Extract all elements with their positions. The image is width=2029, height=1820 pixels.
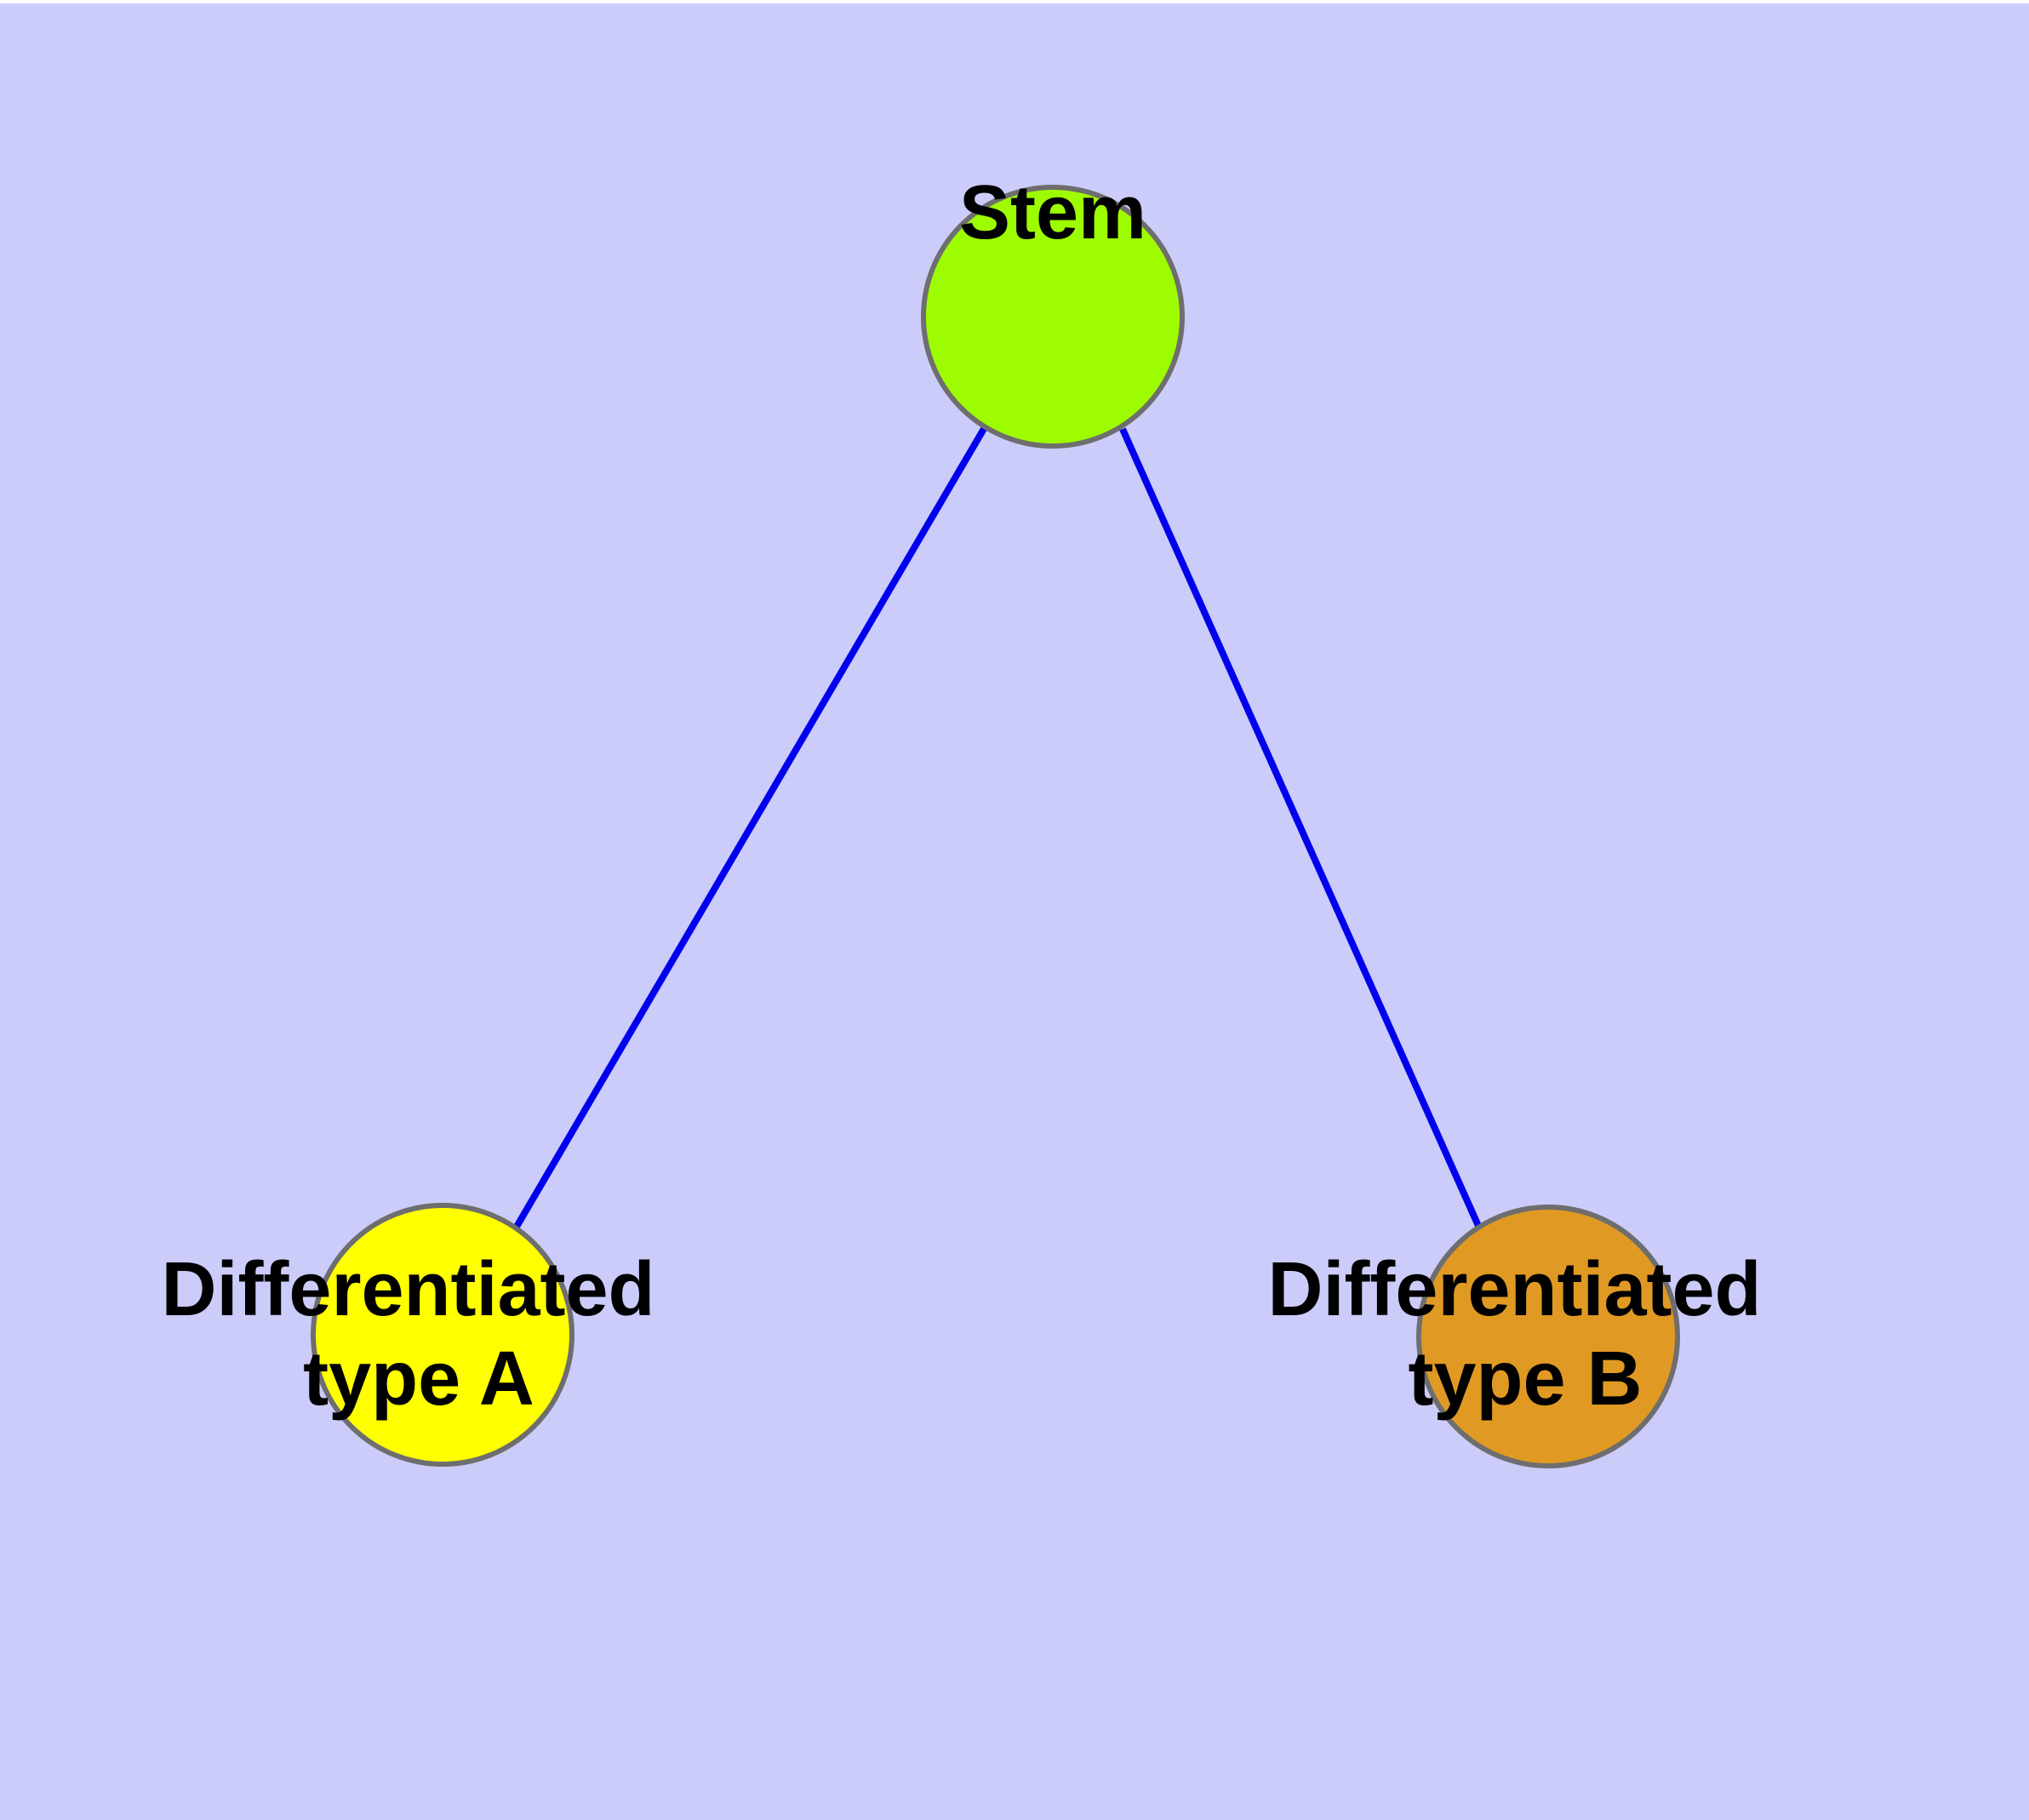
node-label-differentiated-type-b-line-1: Differentiated [1267,1247,1761,1332]
node-label-stem-line-1: Stem [959,170,1146,255]
node-label-differentiated-type-b: Differentiated type B [1267,1247,1782,1422]
node-layer [311,185,1680,1468]
label-layer: Stem Differentiated type A Differentiate… [161,170,1782,1422]
node-label-stem: Stem [959,170,1146,255]
node-label-differentiated-type-a: Differentiated type A [161,1247,676,1422]
edge-layer [513,425,1482,1229]
node-differentiated-type-b-circle[interactable] [1416,1205,1680,1468]
node-label-differentiated-type-a-line-1: Differentiated [161,1247,654,1332]
edge-stem-to-differentiated-type-a[interactable] [513,425,988,1229]
node-label-differentiated-type-a-line-2: type A [303,1336,534,1422]
node-differentiated-type-a[interactable] [311,1203,574,1467]
edge-stem-to-differentiated-type-b[interactable] [1119,427,1482,1228]
node-differentiated-type-b[interactable] [1416,1205,1680,1468]
node-stem[interactable] [921,185,1185,449]
node-differentiated-type-a-circle[interactable] [311,1203,574,1467]
node-stem-circle[interactable] [921,185,1185,449]
node-label-differentiated-type-b-line-2: type B [1408,1336,1642,1422]
